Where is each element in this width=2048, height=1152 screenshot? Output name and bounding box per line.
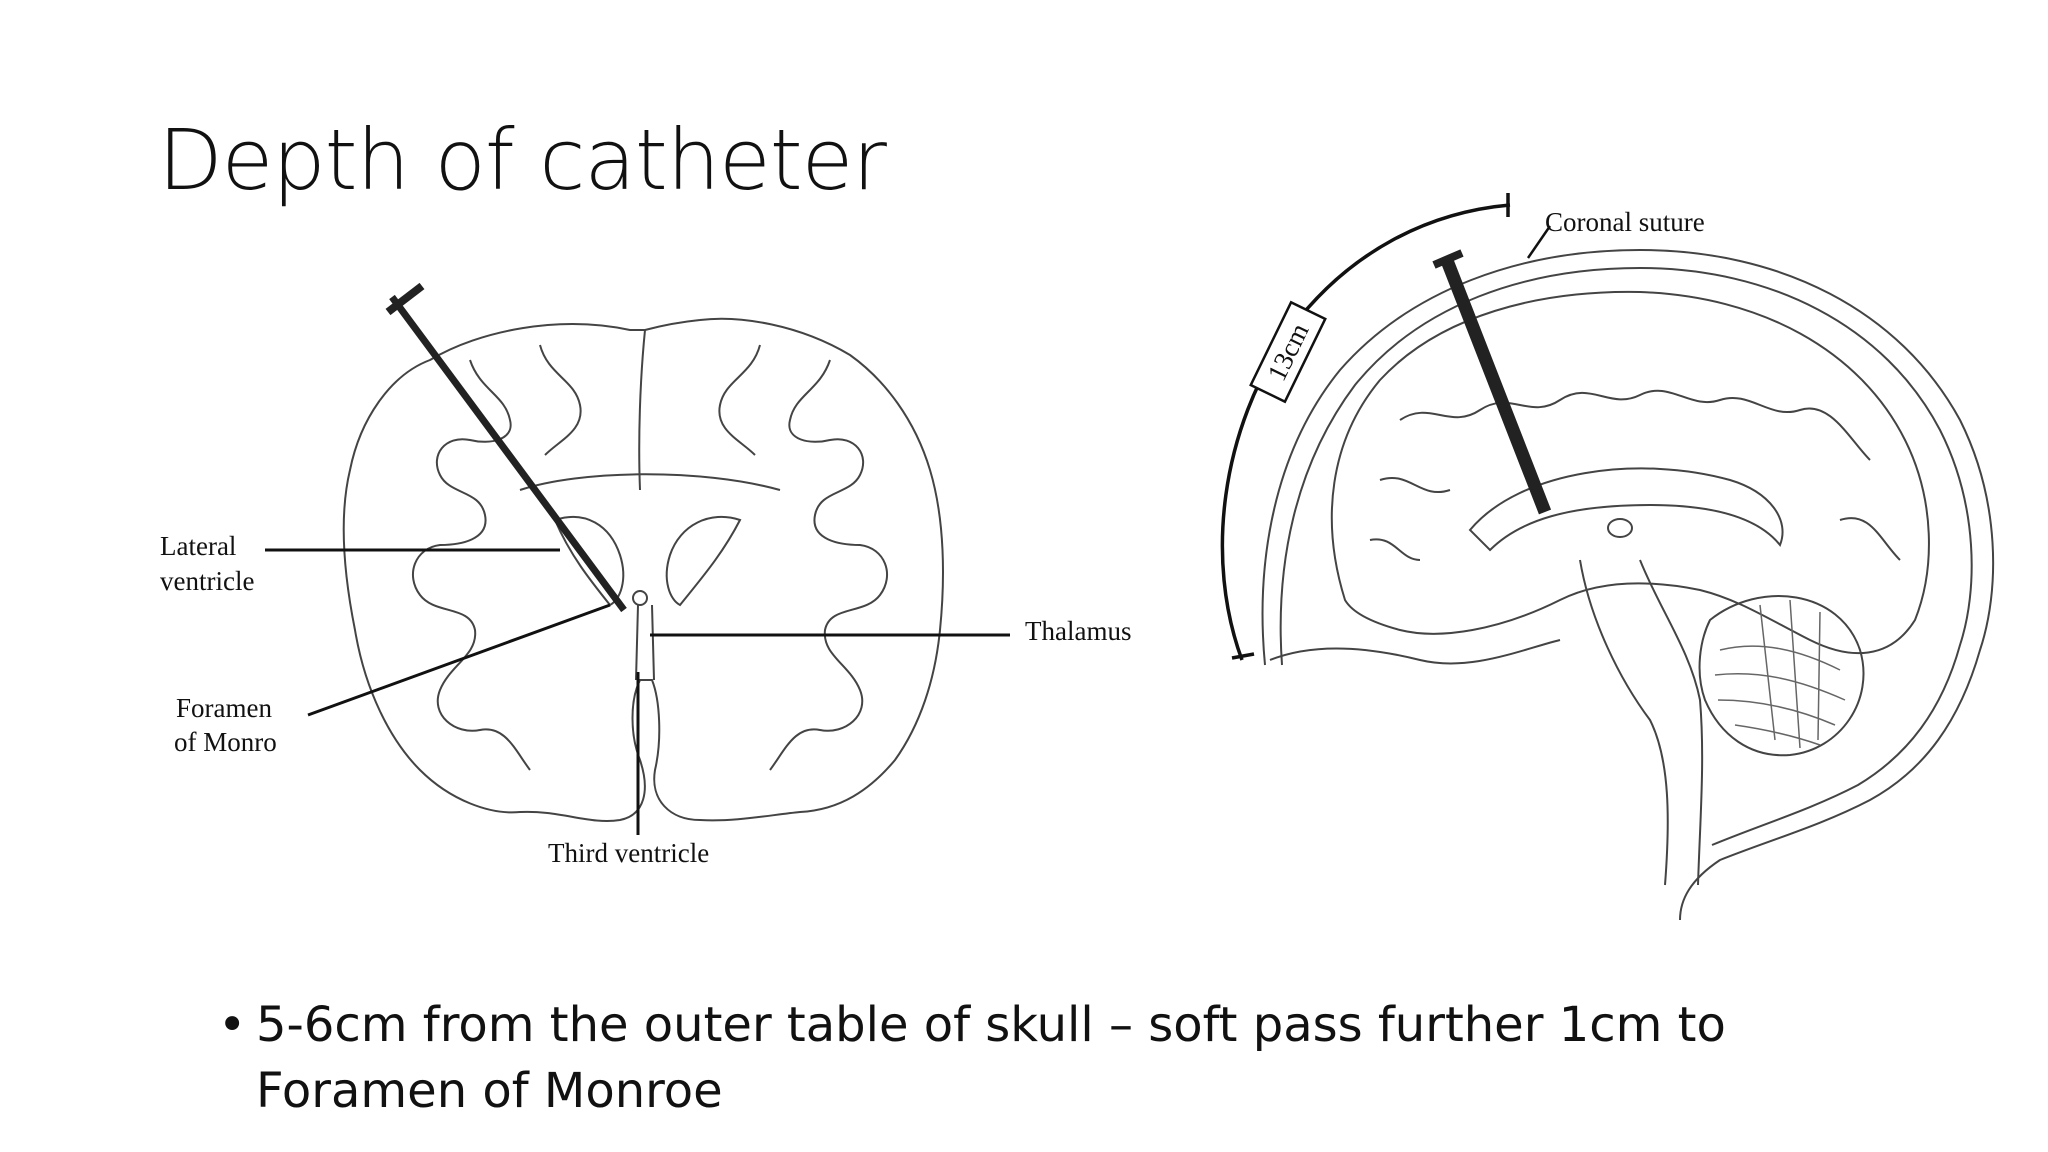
- coronal-lateral-ventricle-left: [553, 515, 625, 607]
- label-foramen-line2: of Monro: [174, 727, 277, 757]
- coronal-corpus-callosum: [519, 473, 781, 491]
- coronal-brain-outline: [342, 317, 944, 822]
- label-lateral-line2: ventricle: [160, 566, 254, 596]
- coronal-catheter: [385, 282, 627, 613]
- sagittal-skull-inner: [1279, 266, 1973, 846]
- coronal-third-ventricle: [635, 604, 655, 681]
- sagittal-cerebellum-folia: [1714, 599, 1846, 749]
- label-foramen-line1: Foramen: [176, 693, 272, 723]
- sagittal-distance-box: 13cm: [1249, 300, 1327, 404]
- coronal-lateral-ventricle-right: [665, 515, 742, 607]
- sagittal-skull-outer: [1261, 248, 1995, 921]
- sagittal-brain-diagram: [1261, 248, 1995, 921]
- sagittal-measure-arc: [1220, 193, 1511, 661]
- coronal-gyri-right: [718, 344, 889, 771]
- sagittal-brainstem: [1579, 559, 1704, 886]
- coronal-foramen-circle: [632, 590, 648, 606]
- sagittal-gyri: [1369, 389, 1901, 561]
- bullet-text: 5-6cm from the outer table of skull – so…: [256, 997, 1726, 1119]
- sagittal-catheter: [1432, 249, 1552, 515]
- label-lateral-line1: Lateral: [160, 531, 236, 561]
- sagittal-cerebrum: [1330, 290, 1930, 655]
- sagittal-thalamus: [1607, 518, 1633, 538]
- label-third-ventricle: Third ventricle: [548, 838, 709, 868]
- coronal-brain-diagram: [342, 317, 944, 822]
- coronal-suture-leader: [1526, 225, 1552, 259]
- bullet-symbol: •: [218, 997, 247, 1053]
- sagittal-frontal-base: [1269, 639, 1561, 665]
- bullet-list: • 5-6cm from the outer table of skull – …: [218, 992, 1818, 1124]
- coronal-leader-lines: [265, 548, 1010, 835]
- bullet-item: • 5-6cm from the outer table of skull – …: [218, 992, 1818, 1124]
- sagittal-corpus-callosum: [1468, 467, 1784, 552]
- sagittal-cerebellum: [1698, 595, 1865, 757]
- coronal-midline-fissure: [638, 329, 646, 491]
- label-coronal-suture: Coronal suture: [1545, 207, 1705, 237]
- slide-title: Depth of catheter: [158, 111, 887, 209]
- coronal-gyri-left: [411, 344, 582, 771]
- label-thalamus: Thalamus: [1025, 616, 1131, 646]
